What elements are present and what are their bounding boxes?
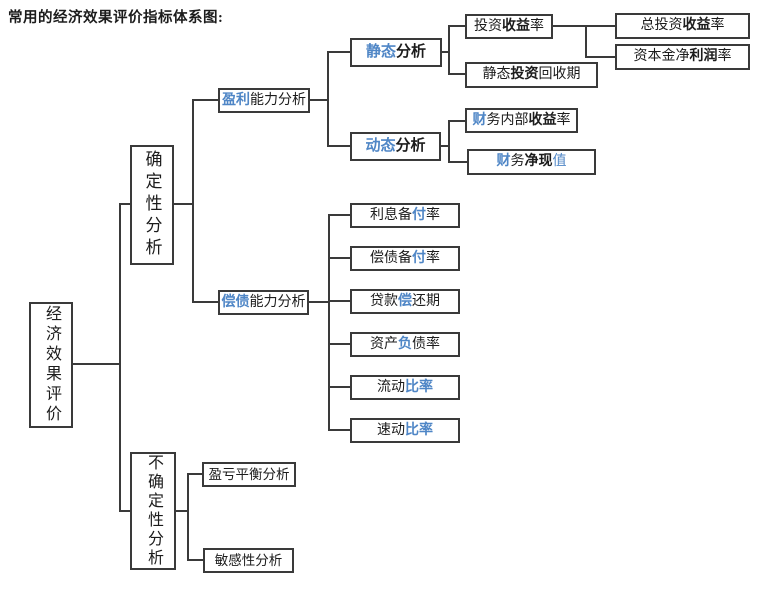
node-economic-effect-evaluation: 经济效果评价: [29, 302, 73, 428]
node-debt-service-coverage-ratio: 偿债备付率: [350, 246, 460, 271]
node-certainty-analysis: 确定性分析: [130, 145, 174, 265]
node-financial-internal-return-rate: 财务内部收益率: [465, 108, 578, 133]
page-title: 常用的经济效果评价指标体系图:: [8, 10, 224, 26]
node-static-payback-period: 静态投资回收期: [465, 62, 598, 88]
node-solvency-analysis: 偿债能力分析: [218, 290, 309, 315]
node-loan-repayment-period: 贷款偿还期: [350, 289, 460, 314]
node-dynamic-analysis: 动态分析: [350, 132, 441, 161]
node-capital-net-profit-rate: 资本金净利润率: [615, 44, 750, 70]
node-uncertainty-analysis: 不确定性分析: [130, 452, 176, 570]
node-breakeven-analysis: 盈亏平衡分析: [202, 462, 296, 487]
node-quick-ratio: 速动比率: [350, 418, 460, 443]
node-sensitivity-analysis: 敏感性分析: [203, 548, 294, 573]
node-profitability-analysis: 盈利能力分析: [218, 88, 310, 113]
node-financial-net-present-value: 财务净现值: [467, 149, 596, 175]
node-current-ratio: 流动比率: [350, 375, 460, 400]
node-interest-coverage-ratio: 利息备付率: [350, 203, 460, 228]
node-asset-liability-ratio: 资产负债率: [350, 332, 460, 357]
node-total-investment-return-rate: 总投资收益率: [615, 13, 750, 39]
node-static-analysis: 静态分析: [350, 38, 442, 67]
node-investment-return-rate: 投资收益率: [465, 14, 553, 39]
